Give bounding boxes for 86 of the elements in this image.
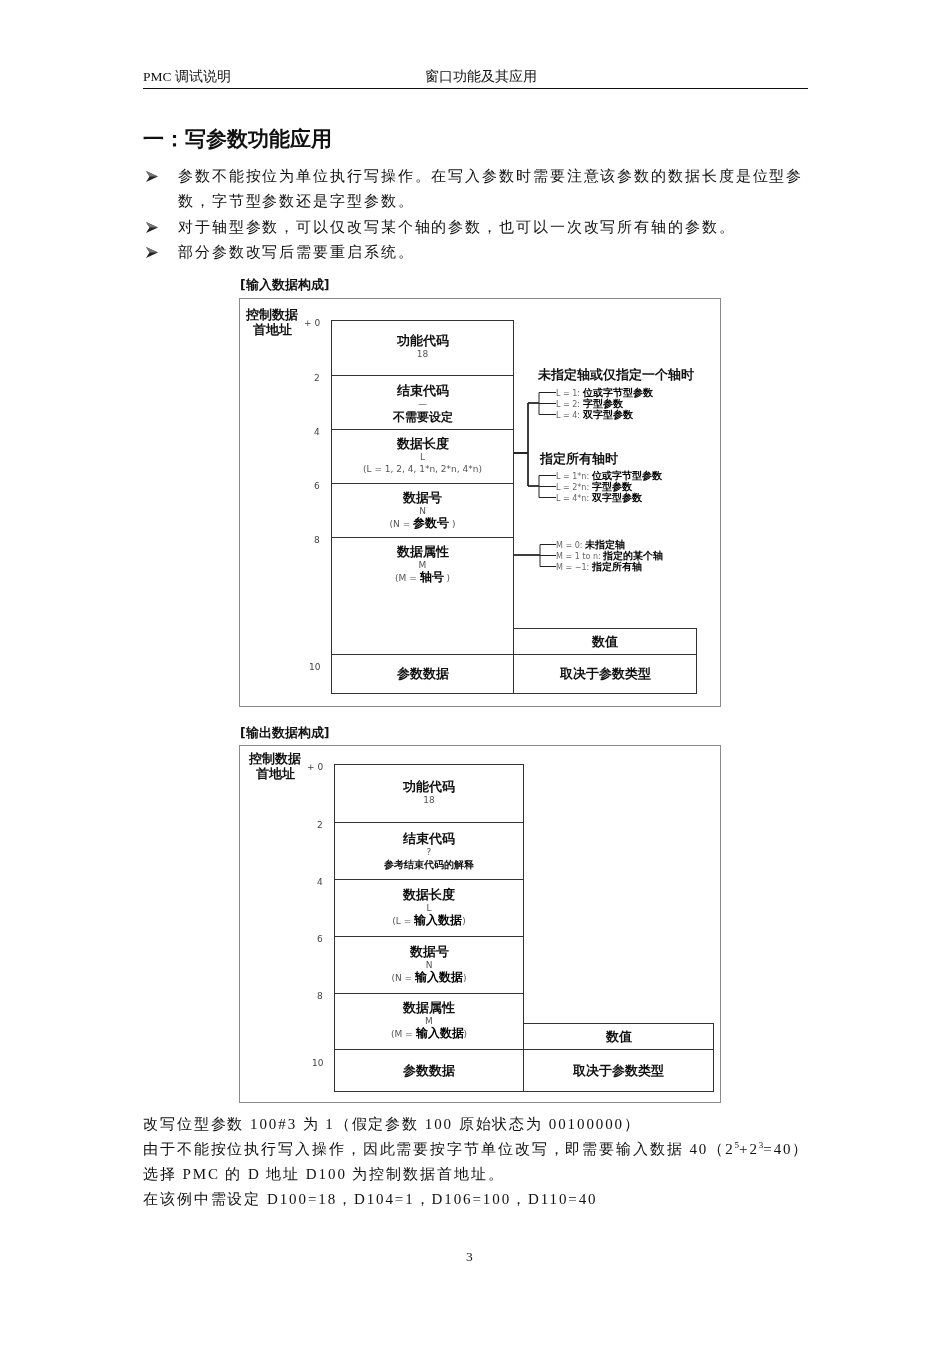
option-label: M = −1: 指定所有轴: [556, 560, 642, 573]
field-symbol: N: [425, 960, 433, 971]
group-heading: 未指定轴或仅指定一个轴时: [538, 367, 694, 383]
data-cell: [334, 822, 524, 880]
field-name: 数据属性: [403, 1000, 455, 1016]
field-name: 参数数据: [403, 1062, 455, 1079]
offset-number: 10: [309, 662, 321, 673]
diagram-frame: [239, 745, 721, 1103]
data-cell: [331, 654, 514, 694]
data-cell: [334, 993, 524, 1050]
field-symbol: ?: [426, 847, 432, 858]
field-name: 数据长度: [396, 436, 449, 452]
diagram-caption: [输出数据构成]: [240, 725, 330, 741]
offset-number: 8: [317, 991, 323, 1002]
field-symbol: L: [420, 452, 425, 463]
paragraph-line: 由于不能按位执行写入操作，因此需要按字节单位改写，即需要输入数据 40（2$^{5}$+2$^{3}$=40）: [143, 1138, 810, 1159]
field-note: (M = 输入数据): [390, 1027, 468, 1041]
connector-line: [513, 544, 557, 567]
diagram-frame: [239, 298, 721, 707]
data-cell: [331, 320, 514, 376]
paragraph-line: 在该例中需设定 D100=18，D104=1，D106=100，D110=40: [143, 1189, 598, 1209]
field-symbol: N: [419, 506, 426, 517]
field-name: 数据长度: [403, 887, 455, 903]
field-name: 功能代码: [403, 779, 455, 795]
field-note: 不需要设定: [392, 410, 453, 425]
field-note: (M = 轴号 ): [395, 571, 450, 585]
data-cell: [331, 375, 514, 430]
offset-number: 2: [314, 373, 320, 384]
field-name: 参数数据: [396, 666, 449, 682]
offset-number: 4: [317, 877, 323, 888]
column-heading: 控制数据首地址: [248, 751, 302, 781]
data-cell: [334, 1049, 524, 1092]
offset-number: 10: [312, 1058, 324, 1069]
data-cell: [331, 429, 514, 484]
field-name: 结束代码: [403, 831, 455, 847]
field-symbol: M: [418, 560, 427, 571]
offset-number: 6: [314, 481, 320, 492]
data-cell: [523, 1049, 714, 1092]
data-cell: [334, 936, 524, 994]
data-cell: [331, 537, 514, 655]
data-cell: [331, 483, 514, 538]
field-name: 数值: [605, 1028, 632, 1045]
field-symbol: M: [425, 1016, 433, 1027]
bullet-text: 参数不能按位为单位执行写操作。在写入参数时需要注意该参数的数据长度是位型参数，字节型参数还是字型参数。: [178, 166, 805, 211]
page-title: 一：写参数功能应用: [143, 126, 332, 152]
data-cell: [513, 628, 697, 655]
paragraph-line: 选择 PMC 的 D 地址 D100 为控制数据首地址。: [143, 1164, 505, 1184]
bullet-text: 部分参数改写后需要重启系统。: [178, 242, 415, 262]
page-number: 3: [466, 1249, 473, 1265]
field-name: 数值: [592, 633, 618, 650]
diagram-caption: [输入数据构成]: [240, 277, 330, 293]
option-label: L = 4*n: 双字型参数: [556, 491, 642, 504]
field-name: 取决于参数类型: [559, 666, 651, 682]
offset-number: 8: [314, 535, 320, 546]
field-name: 数据属性: [396, 544, 449, 560]
field-name: 取决于参数类型: [573, 1062, 664, 1079]
connector-line: [513, 392, 557, 498]
column-heading: 控制数据首地址: [245, 307, 299, 337]
header-text: 窗口功能及其应用: [425, 69, 537, 85]
field-symbol: 18: [416, 349, 429, 360]
offset-number: 6: [317, 934, 323, 945]
field-name: 功能代码: [396, 333, 449, 349]
data-cell: [334, 879, 524, 937]
field-symbol: 18: [423, 795, 435, 806]
field-note: (L = 输入数据): [392, 914, 466, 928]
bullet-text: 对于轴型参数，可以仅改写某个轴的参数，也可以一次改写所有轴的参数。: [178, 217, 736, 237]
option-label: L = 4: 双字型参数: [556, 408, 633, 421]
data-cell: [523, 1023, 714, 1050]
data-cell: [513, 654, 697, 694]
group-heading: 指定所有轴时: [540, 451, 618, 467]
field-symbol: L: [426, 903, 432, 914]
field-name: 数据号: [409, 944, 449, 960]
field-note: (N = 输入数据): [391, 971, 467, 985]
header-text: PMC 调试说明: [143, 69, 231, 85]
paragraph-line: 改写位型参数 100#3 为 1（假定参数 100 原始状态为 00100000）: [143, 1114, 641, 1134]
offset-number: 4: [314, 427, 320, 438]
offset-number: + 0: [304, 318, 321, 329]
field-note: (L = 1, 2, 4, 1*n, 2*n, 4*n): [363, 463, 482, 476]
field-symbol: —: [418, 399, 427, 410]
field-note: 参考结束代码的解释: [384, 858, 474, 871]
field-note: (N = 参数号 ): [389, 517, 456, 531]
offset-number: 2: [317, 820, 323, 831]
field-name: 结束代码: [396, 383, 449, 399]
field-name: 数据号: [403, 490, 442, 506]
offset-number: + 0: [307, 762, 324, 773]
data-cell: [334, 764, 524, 823]
